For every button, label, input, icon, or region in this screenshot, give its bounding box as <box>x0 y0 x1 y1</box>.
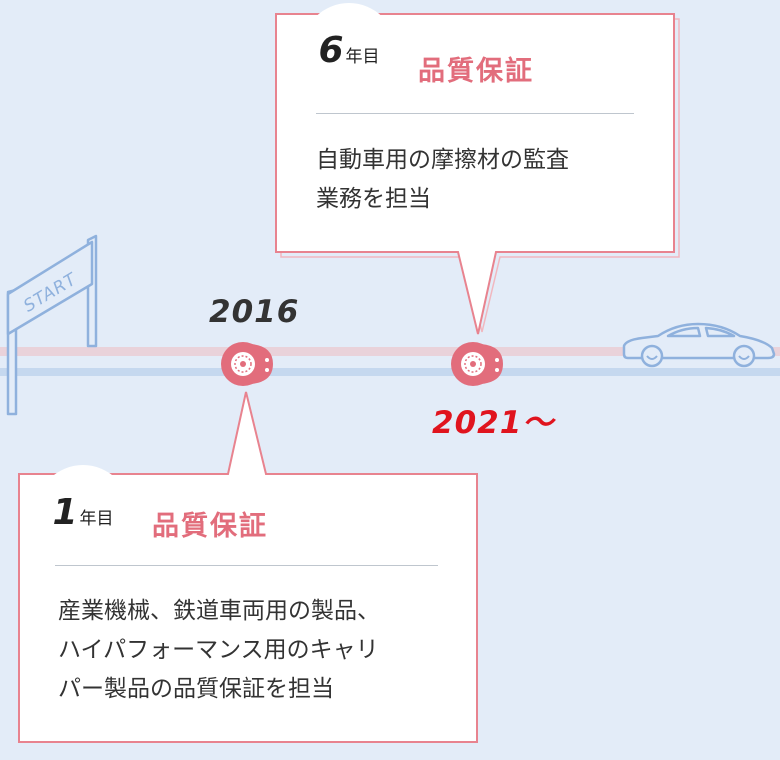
brake-disc-icon <box>451 342 503 386</box>
brake-disc-icon <box>221 342 273 386</box>
card-year1-divider <box>55 565 438 566</box>
card-year6-line-1: 自動車用の摩擦材の監査 <box>316 147 569 173</box>
card-year1-border <box>18 391 478 743</box>
card-year6-title: 品質保証 <box>418 56 534 87</box>
card-year1-badge-unit: 年目 <box>79 509 114 529</box>
card-year1-title: 品質保証 <box>152 511 268 542</box>
card-year6-badge-unit: 年目 <box>345 47 380 67</box>
card-year6-border <box>275 13 680 335</box>
card-year1-text: 産業機械、鉄道車両用の製品、 ハイパフォーマンス用のキャリ パー製品の品質保証を… <box>58 592 380 709</box>
card-year6-text: 自動車用の摩擦材の監査 業務を担当 <box>316 141 569 219</box>
card-year1-badge-number: 1 <box>52 492 78 533</box>
card-year1-line-1: 産業機械、鉄道車両用の製品、 <box>58 598 380 624</box>
card-year1-badge: 1 年目 <box>36 465 130 559</box>
timeline-line-pink <box>0 347 780 356</box>
card-year1-line-3: パー製品の品質保証を担当 <box>58 676 334 702</box>
card-year6-badge: 6 年目 <box>302 3 396 97</box>
milestone-year-2016: 2016 <box>209 294 300 330</box>
card-year6-line-2: 業務を担当 <box>316 186 431 212</box>
card-year6-badge-number: 6 <box>318 30 344 71</box>
card-year1-line-2: ハイパフォーマンス用のキャリ <box>58 637 379 663</box>
start-gate-icon: START <box>6 234 98 416</box>
timeline-line-blue <box>0 368 780 376</box>
card-year6-divider <box>316 113 634 114</box>
car-icon <box>622 322 776 368</box>
milestone-year-2021: 2021～ <box>432 405 555 441</box>
